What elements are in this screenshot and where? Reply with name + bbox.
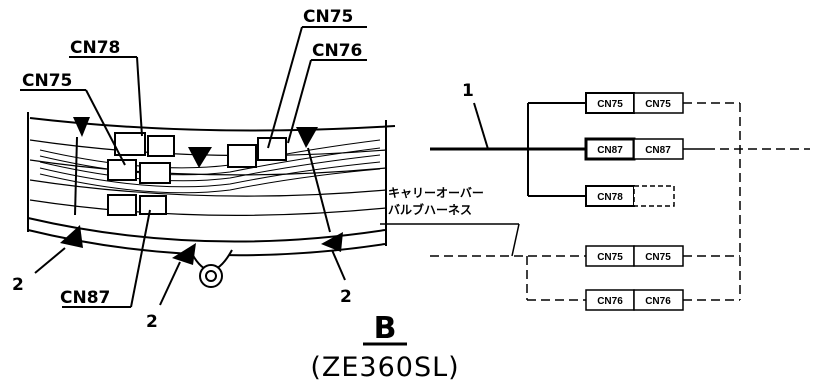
label-cn76: CN76 <box>312 41 362 61</box>
box-cn75-row4-right: CN75 <box>645 252 671 263</box>
box-cn75-row4-left: CN75 <box>597 252 623 263</box>
leader-lines <box>20 26 367 308</box>
carryover-valve-harness-label-line2: バルブハーネス <box>388 202 472 217</box>
box-cn76-row5-right: CN76 <box>645 296 671 307</box>
label-cn78: CN78 <box>70 38 120 58</box>
connector-boxes <box>584 92 684 311</box>
ref-number-1: 1 <box>462 81 474 101</box>
schematic-dashed-lines <box>430 102 810 301</box>
box-cn76-row5-left: CN76 <box>597 296 623 307</box>
label-cn75-left: CN75 <box>22 71 72 91</box>
ref-number-2-right: 2 <box>340 287 352 307</box>
ref-number-2-center: 2 <box>146 312 158 332</box>
label-cn75-top: CN75 <box>303 7 353 27</box>
label-cn87: CN87 <box>60 288 110 308</box>
model-caption: (ZE360SL) <box>310 352 459 383</box>
arrow-markers <box>60 117 343 265</box>
box-cn87-row2-right: CN87 <box>645 145 671 156</box>
box-cn87-row2-left: CN87 <box>597 145 623 156</box>
box-cn75-row1-right: CN75 <box>645 99 671 110</box>
ref-number-2-left: 2 <box>12 275 24 295</box>
carryover-valve-harness-label-line1: キャリーオーバー <box>388 186 484 200</box>
view-letter: B <box>374 311 397 346</box>
box-cn75-row1-left: CN75 <box>597 99 623 110</box>
box-cn78-row3-left: CN78 <box>597 192 623 203</box>
schematic-solid-lines <box>380 102 706 257</box>
harness-illustration <box>27 112 396 288</box>
